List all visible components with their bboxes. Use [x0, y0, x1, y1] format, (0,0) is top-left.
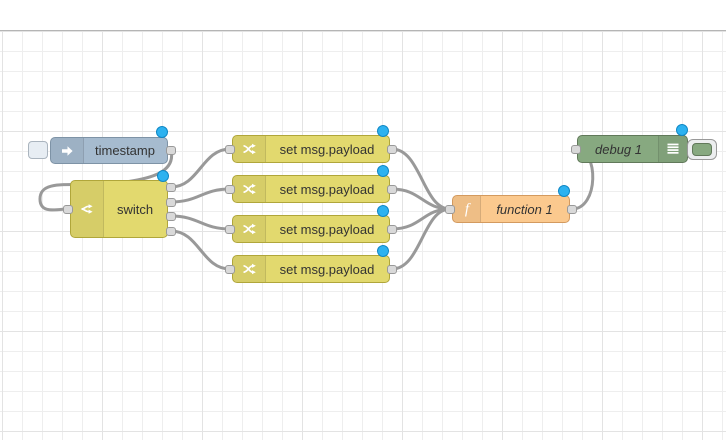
inject-trigger-button[interactable] [28, 141, 48, 159]
node-function-1[interactable]: f function 1 [452, 195, 570, 223]
output-port-function-1-1[interactable] [567, 205, 577, 214]
node-label-function-1: function 1 [496, 201, 553, 217]
wire-switch-out-3-to-change-3[interactable] [169, 214, 232, 231]
inject-arrow-icon [51, 138, 84, 163]
node-change-4[interactable]: set msg.payload [232, 255, 390, 283]
input-port-change-4[interactable] [225, 265, 235, 274]
function-f-icon: f [453, 196, 481, 222]
node-changed-badge-switch [157, 170, 169, 182]
output-port-switch-4[interactable] [166, 227, 176, 236]
shuffle-arrows-icon [233, 176, 266, 202]
input-port-switch[interactable] [63, 205, 73, 214]
switch-fork-icon [71, 181, 104, 237]
output-port-change-4-1[interactable] [387, 265, 397, 274]
node-switch[interactable]: switch [70, 180, 168, 238]
node-changed-badge-change-2 [377, 165, 389, 177]
wire-switch-out-2-to-change-2[interactable] [169, 187, 232, 204]
node-label-change-2: set msg.payload [279, 181, 375, 197]
wire-switch-out-1-to-change-1[interactable] [169, 147, 232, 189]
node-label-change-1: set msg.payload [279, 141, 375, 157]
node-label-change-3: set msg.payload [279, 221, 375, 237]
output-port-change-2-1[interactable] [387, 185, 397, 194]
output-port-change-3-1[interactable] [387, 225, 397, 234]
node-change-1[interactable]: set msg.payload [232, 135, 390, 163]
node-label-timestamp: timestamp [95, 143, 155, 158]
input-port-debug-1[interactable] [571, 145, 581, 154]
shuffle-arrows-icon [233, 256, 266, 282]
node-changed-badge-function-1 [558, 185, 570, 197]
input-port-change-3[interactable] [225, 225, 235, 234]
node-changed-badge-timestamp [156, 126, 168, 138]
output-port-switch-1[interactable] [166, 183, 176, 192]
node-label-change-4: set msg.payload [279, 261, 375, 277]
input-port-change-1[interactable] [225, 145, 235, 154]
node-label-switch: switch [116, 201, 154, 217]
node-changed-badge-debug-1 [676, 124, 688, 136]
wire-switch-out-4-to-change-4[interactable] [169, 229, 232, 271]
canvas-top-edge [0, 0, 726, 31]
output-port-switch-3[interactable] [166, 212, 176, 221]
node-change-3[interactable]: set msg.payload [232, 215, 390, 243]
input-port-change-2[interactable] [225, 185, 235, 194]
shuffle-arrows-icon [233, 136, 266, 162]
node-timestamp[interactable]: timestamp [50, 137, 168, 164]
debug-enable-toggle-indicator[interactable] [692, 143, 712, 156]
node-changed-badge-change-3 [377, 205, 389, 217]
node-debug-1[interactable]: debug 1 [577, 135, 688, 163]
svg-text:f: f [464, 202, 470, 218]
node-changed-badge-change-4 [377, 245, 389, 257]
output-port-timestamp-1[interactable] [166, 146, 176, 155]
wire-change-4-to-function-1[interactable] [390, 207, 452, 271]
shuffle-arrows-icon [233, 216, 266, 242]
output-port-switch-2[interactable] [166, 198, 176, 207]
node-label-debug-1: debug 1 [595, 141, 642, 157]
node-changed-badge-change-1 [377, 125, 389, 137]
node-change-2[interactable]: set msg.payload [232, 175, 390, 203]
input-port-function-1[interactable] [445, 205, 455, 214]
debug-list-icon [658, 136, 687, 162]
output-port-change-1-1[interactable] [387, 145, 397, 154]
